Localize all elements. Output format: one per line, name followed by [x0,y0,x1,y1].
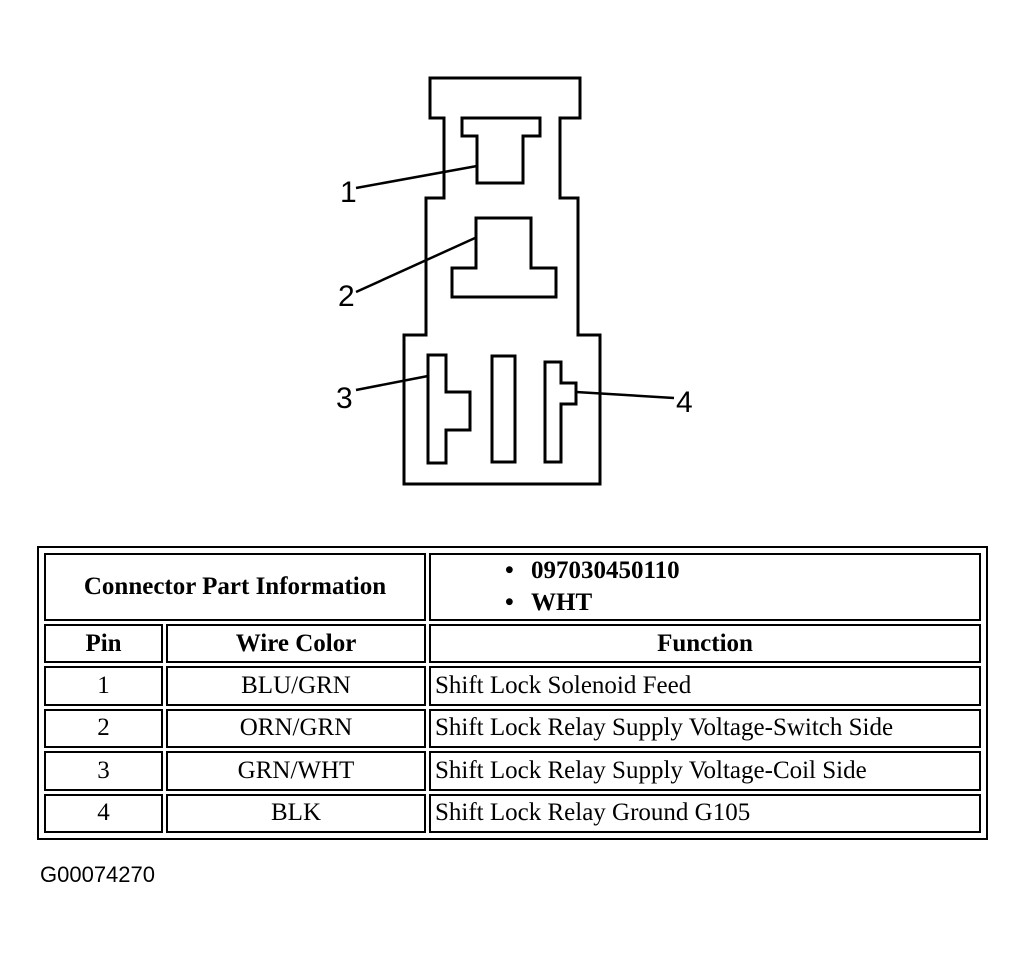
pin-2-terminal [450,216,558,299]
pin-4-callout: 4 [676,386,693,419]
figure-id: G00074270 [40,862,155,887]
pin-cell: 1 [44,666,163,706]
pin-header: Pin [44,624,163,664]
pin-4-terminal [543,360,578,464]
part-info-list: 097030450110 WHT [435,555,975,619]
pin-cell: 2 [44,708,163,749]
function-cell: Shift Lock Relay Ground G105 [429,793,981,833]
pin-1-terminal [460,116,542,185]
pin-2-leader [355,236,476,294]
function-cell: Shift Lock Relay Supply Voltage-Switch S… [429,708,981,749]
pin-3-leader [355,374,429,392]
center-cavity [490,354,517,464]
connector-info-table: Connector Part Information 097030450110 … [37,546,988,840]
connector-part-info-values: 097030450110 WHT [429,553,981,621]
function-cell: Shift Lock Relay Supply Voltage-Coil Sid… [429,751,981,791]
wire-color-cell: GRN/WHT [166,751,426,791]
part-number: 097030450110 [505,555,975,587]
wire-color-cell: BLU/GRN [166,666,426,706]
pin-2-callout: 2 [338,280,355,313]
connector-housing [402,76,602,486]
table-row: 2 ORN/GRN Shift Lock Relay Supply Voltag… [44,708,981,749]
function-cell: Shift Lock Solenoid Feed [429,666,981,706]
table-row: 3 GRN/WHT Shift Lock Relay Supply Voltag… [44,751,981,791]
function-header: Function [429,624,981,664]
wire-color-cell: ORN/GRN [166,708,426,749]
wire-color-header: Wire Color [166,624,426,664]
pin-3-terminal [426,353,472,465]
part-info-row: Connector Part Information 097030450110 … [44,553,981,621]
connector-diagram: 1 2 3 4 [336,76,693,486]
pin-cell: 4 [44,793,163,833]
wire-color-cell: BLK [166,793,426,833]
connector-part-info-label: Connector Part Information [44,553,426,621]
pin-3-callout: 3 [336,382,353,415]
pin-4-leader [575,390,675,400]
connector-color: WHT [505,587,975,619]
pin-table: Connector Part Information 097030450110 … [41,550,984,836]
pin-1-callout: 1 [340,176,357,209]
pin-1-leader [355,164,478,190]
table-header-row: Pin Wire Color Function [44,624,981,664]
pin-cell: 3 [44,751,163,791]
table-row: 4 BLK Shift Lock Relay Ground G105 [44,793,981,833]
table-row: 1 BLU/GRN Shift Lock Solenoid Feed [44,666,981,706]
